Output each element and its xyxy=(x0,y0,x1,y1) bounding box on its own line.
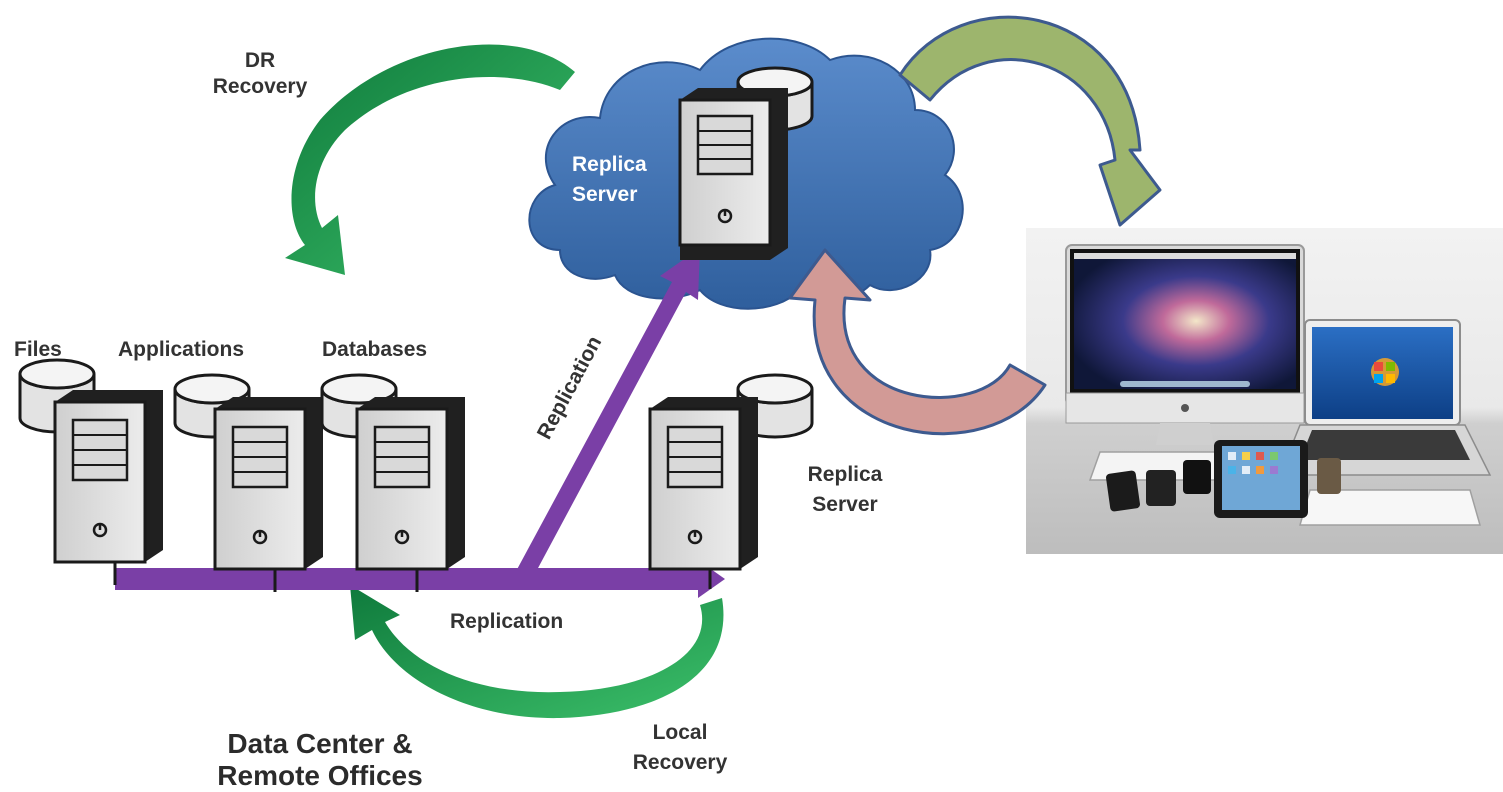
tablet xyxy=(1214,440,1308,518)
sync-arrow-inbound xyxy=(788,248,1047,436)
sync-arrow-outbound xyxy=(898,15,1162,227)
replication-horizontal-label: Replication xyxy=(450,610,564,633)
local-replica-server-label: Replica Server xyxy=(790,460,900,520)
server-applications xyxy=(173,373,323,592)
dr-recovery-label-line2: Recovery xyxy=(212,75,308,98)
local-replica-server-label-line1: Replica xyxy=(807,463,883,486)
local-replica-server-label-line2: Server xyxy=(812,493,878,516)
server-files xyxy=(18,358,163,585)
replication-diagonal-arrow xyxy=(514,248,700,583)
local-recovery-label-line1: Local xyxy=(652,721,708,744)
data-center-label: Data Center & Remote Offices xyxy=(190,728,450,792)
server-databases xyxy=(320,373,465,592)
cloud-replica-server-label-line1: Replica xyxy=(572,153,647,176)
databases-label: Databases xyxy=(322,338,428,361)
dr-recovery-label-line1: DR xyxy=(244,49,276,72)
server-cloud-replica xyxy=(678,66,814,260)
server-local-replica xyxy=(648,373,814,589)
laptop xyxy=(1278,319,1492,476)
local-recovery-label-line2: Recovery xyxy=(632,751,728,774)
local-recovery-arrow xyxy=(350,585,724,719)
data-center-label-line1: Data Center & xyxy=(227,728,413,759)
phones xyxy=(1106,458,1341,512)
imac xyxy=(1065,244,1305,445)
devices-photo xyxy=(1026,228,1503,554)
files-label: Files xyxy=(14,338,62,361)
data-center-label-line2: Remote Offices xyxy=(217,760,423,791)
cloud-replica-server-label: Replica Server xyxy=(572,150,647,210)
local-recovery-label: Local Recovery xyxy=(610,718,750,778)
cloud-replica-server-label-line2: Server xyxy=(572,183,638,206)
dr-recovery-arrow xyxy=(285,44,575,275)
applications-label: Applications xyxy=(118,338,245,361)
dr-recovery-label: DR Recovery xyxy=(190,48,330,100)
